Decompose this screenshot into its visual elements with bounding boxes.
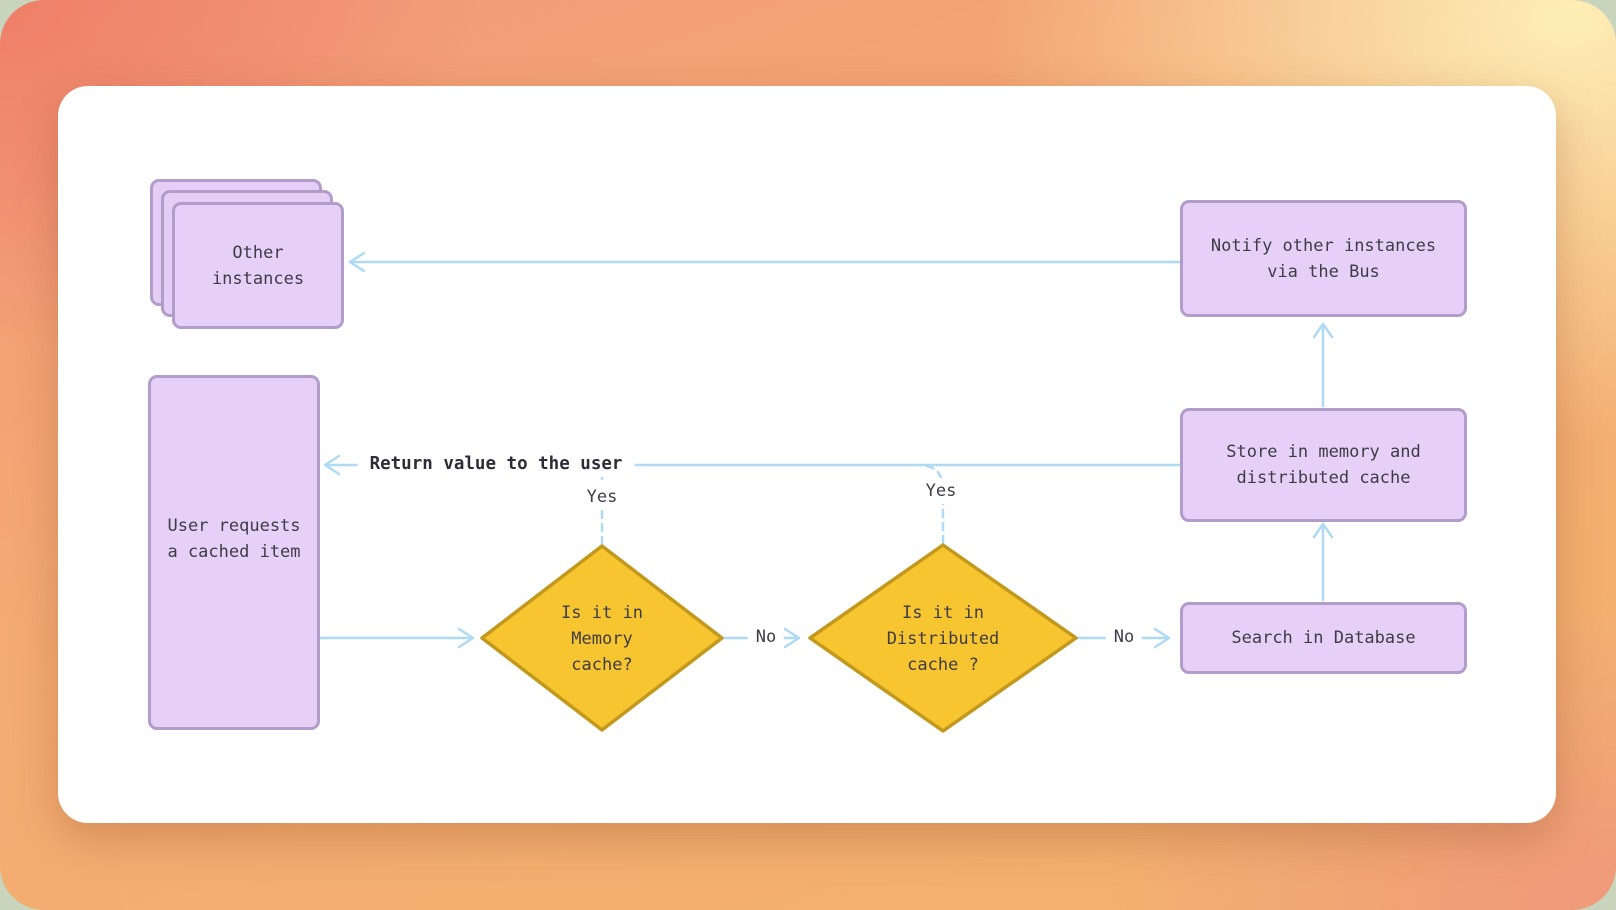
edge-label-return-value: Return value to the user (357, 451, 635, 477)
user-request-node: User requests a cached item (148, 375, 320, 730)
store-cache-node: Store in memory and distributed cache (1180, 408, 1467, 522)
node-label-line: via the Bus (1267, 261, 1380, 282)
node-label-line: instances (211, 268, 305, 289)
node-label-line: Other (232, 242, 284, 263)
node-label-line: distributed cache (1236, 468, 1411, 488)
notify-instances-node: Notify other instances via the Bus (1180, 200, 1467, 317)
arrowhead-return-to-user (323, 454, 341, 476)
arrowhead-to-search (1153, 627, 1171, 649)
search-database-node: Search in Database (1180, 602, 1467, 674)
other-instances-node: Other instances (172, 202, 344, 329)
node-label-line: User requests (167, 515, 301, 536)
node-label-line: Store in memory and (1226, 442, 1421, 462)
node-label-line: Search in Database (1231, 628, 1416, 648)
edge-label-no-distributed: No (1105, 624, 1143, 650)
arrowhead-to-distributed-decision (783, 627, 801, 649)
edge-label-no-memory: No (747, 624, 785, 650)
line-distributed-yes (918, 463, 945, 545)
arrowhead-to-notify (1312, 322, 1334, 339)
memory-cache-decision (480, 544, 724, 732)
node-label-line: Notify other instances (1210, 235, 1437, 256)
node-label-line: a cached item (167, 541, 301, 562)
arrowhead-to-memory-decision (457, 627, 475, 649)
edge-label-yes-memory: Yes (578, 484, 626, 510)
distributed-cache-decision (808, 543, 1078, 733)
arrowhead-to-other-instances (348, 251, 366, 273)
edge-label-yes-distributed: Yes (917, 478, 965, 504)
arrowhead-to-store (1312, 522, 1334, 539)
